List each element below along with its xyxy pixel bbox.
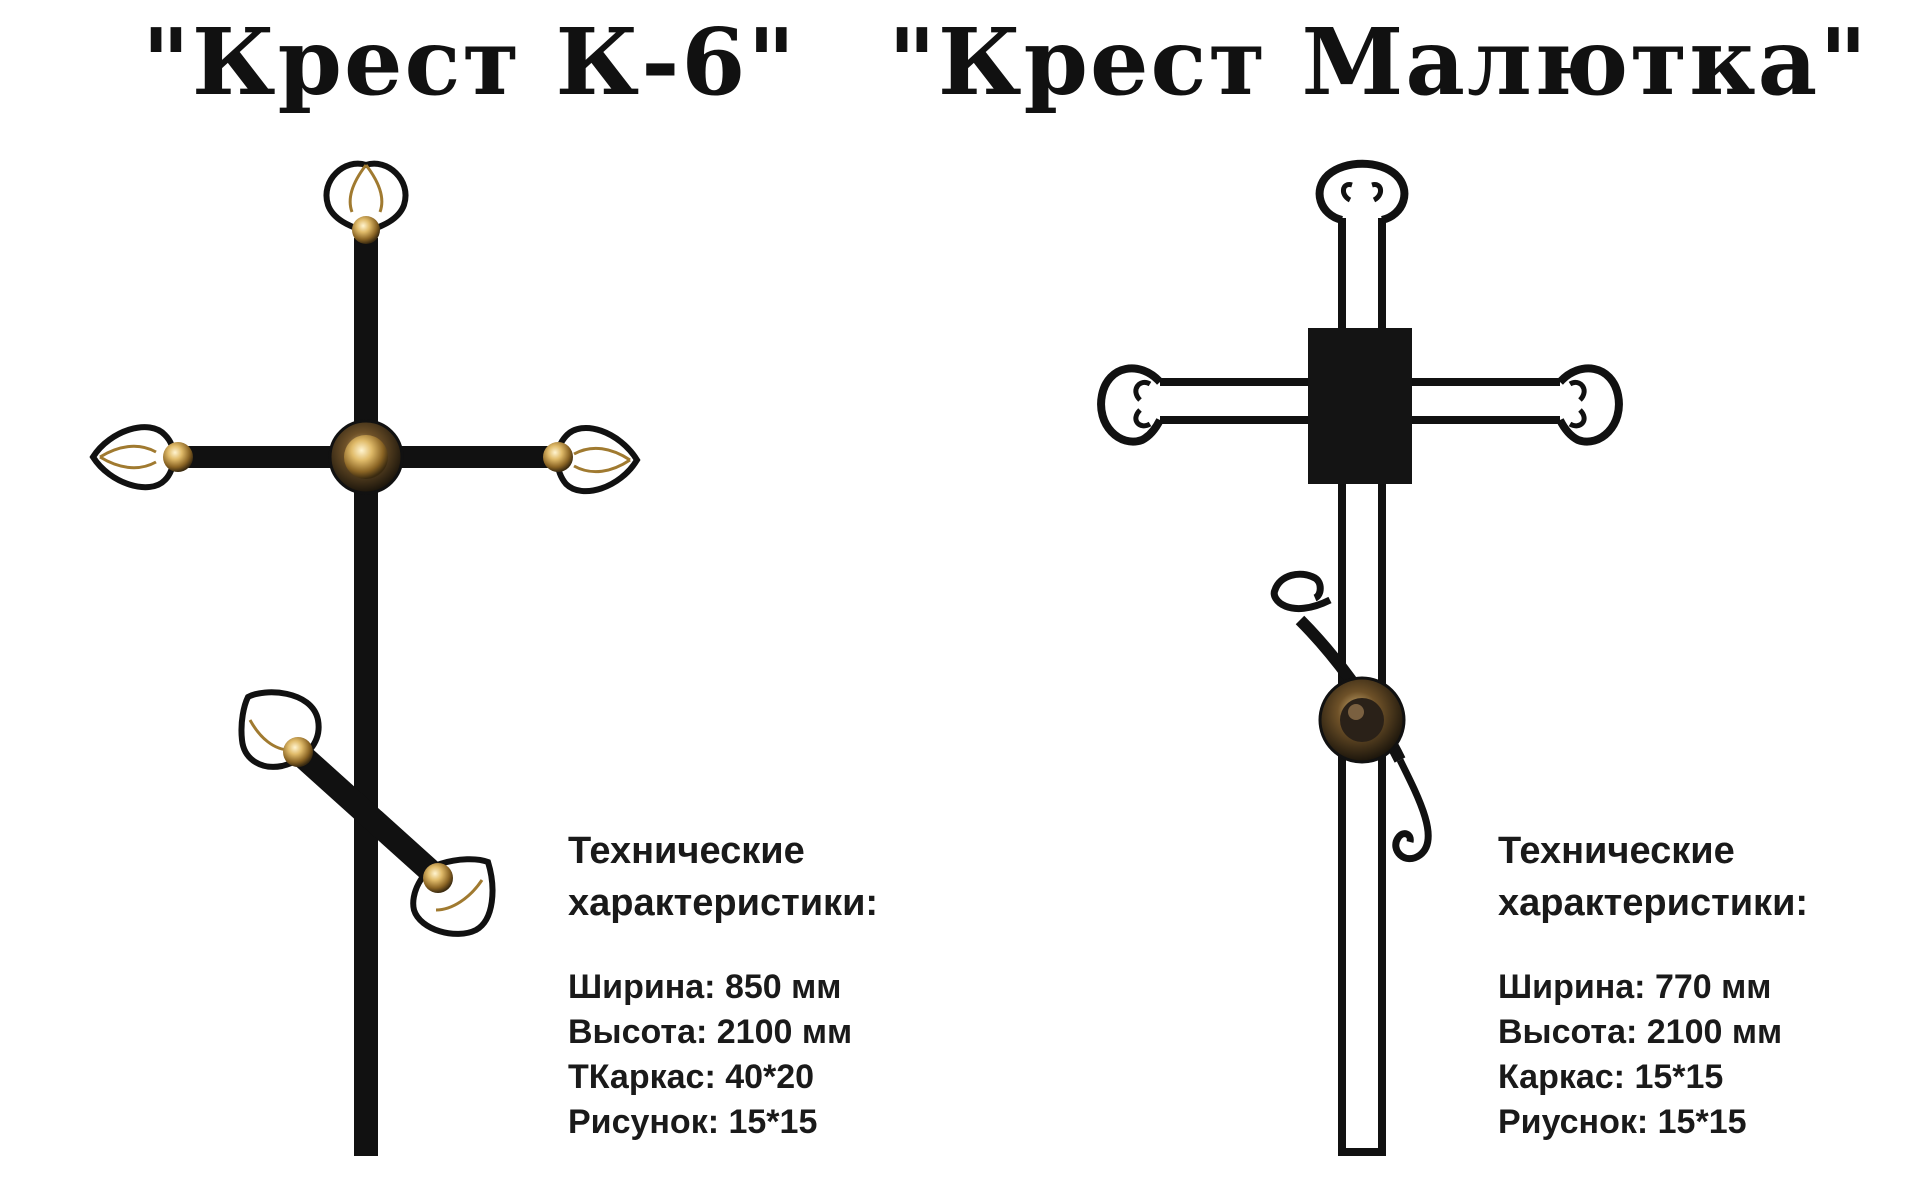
cross-malyutka-specs-heading-line1: Технические bbox=[1498, 830, 1735, 872]
cross-malyutka-illustration bbox=[1097, 159, 1623, 1156]
malyutka-left-ornament bbox=[1097, 364, 1164, 446]
k6-left-heart-ornament bbox=[89, 424, 193, 491]
cross-malyutka-title: "Крест Малютка" bbox=[888, 8, 1870, 116]
cross-k6-specs-heading-line1: Технические bbox=[568, 830, 805, 872]
cross-malyutka-spec-height: Высота: 2100 мм bbox=[1498, 1013, 1783, 1051]
cross-malyutka-specs-heading-line2: характеристики: bbox=[1498, 882, 1809, 924]
k6-slanted-bar bbox=[289, 743, 447, 887]
k6-top-heart-ornament bbox=[323, 160, 409, 244]
k6-footrest-lower-heart-ornament bbox=[410, 856, 496, 937]
cross-malyutka-spec-pattern: Риуснок: 15*15 bbox=[1498, 1103, 1747, 1141]
cross-malyutka-spec-width: Ширина: 770 мм bbox=[1498, 968, 1772, 1006]
cross-malyutka-spec-frame: Каркас: 15*15 bbox=[1498, 1058, 1724, 1096]
cross-k6-spec-pattern: Рисунок: 15*15 bbox=[568, 1103, 818, 1141]
malyutka-right-ornament bbox=[1556, 364, 1623, 446]
cross-k6-specs-heading-line2: характеристики: bbox=[568, 882, 879, 924]
cross-k6-illustration bbox=[89, 160, 641, 1156]
cross-k6-specs-heading: Технические характеристики: bbox=[568, 825, 878, 929]
k6-right-heart-ornament bbox=[543, 424, 641, 495]
cross-k6-spec-frame: ТКаркас: 40*20 bbox=[568, 1058, 815, 1096]
malyutka-rail-bottom bbox=[1338, 1148, 1386, 1156]
malyutka-center-plate bbox=[1308, 328, 1412, 484]
k6-footrest-upper-heart-ornament bbox=[238, 689, 322, 770]
malyutka-top-ornament bbox=[1315, 159, 1409, 224]
cross-k6-spec-width: Ширина: 850 мм bbox=[568, 968, 842, 1006]
k6-center-rosette bbox=[328, 419, 404, 495]
cross-k6-title: "Крест К-6" bbox=[142, 8, 798, 116]
cross-k6-spec-height: Высота: 2100 мм bbox=[568, 1013, 853, 1051]
cross-k6-specs: Технические характеристики: Ширина: 850 … bbox=[568, 825, 878, 1145]
cross-malyutka-specs: Технические характеристики: Ширина: 770 … bbox=[1498, 825, 1808, 1145]
cross-malyutka-specs-heading: Технические характеристики: bbox=[1498, 825, 1808, 929]
malyutka-rosette bbox=[1318, 676, 1406, 764]
k6-vertical-bar bbox=[354, 238, 378, 1156]
